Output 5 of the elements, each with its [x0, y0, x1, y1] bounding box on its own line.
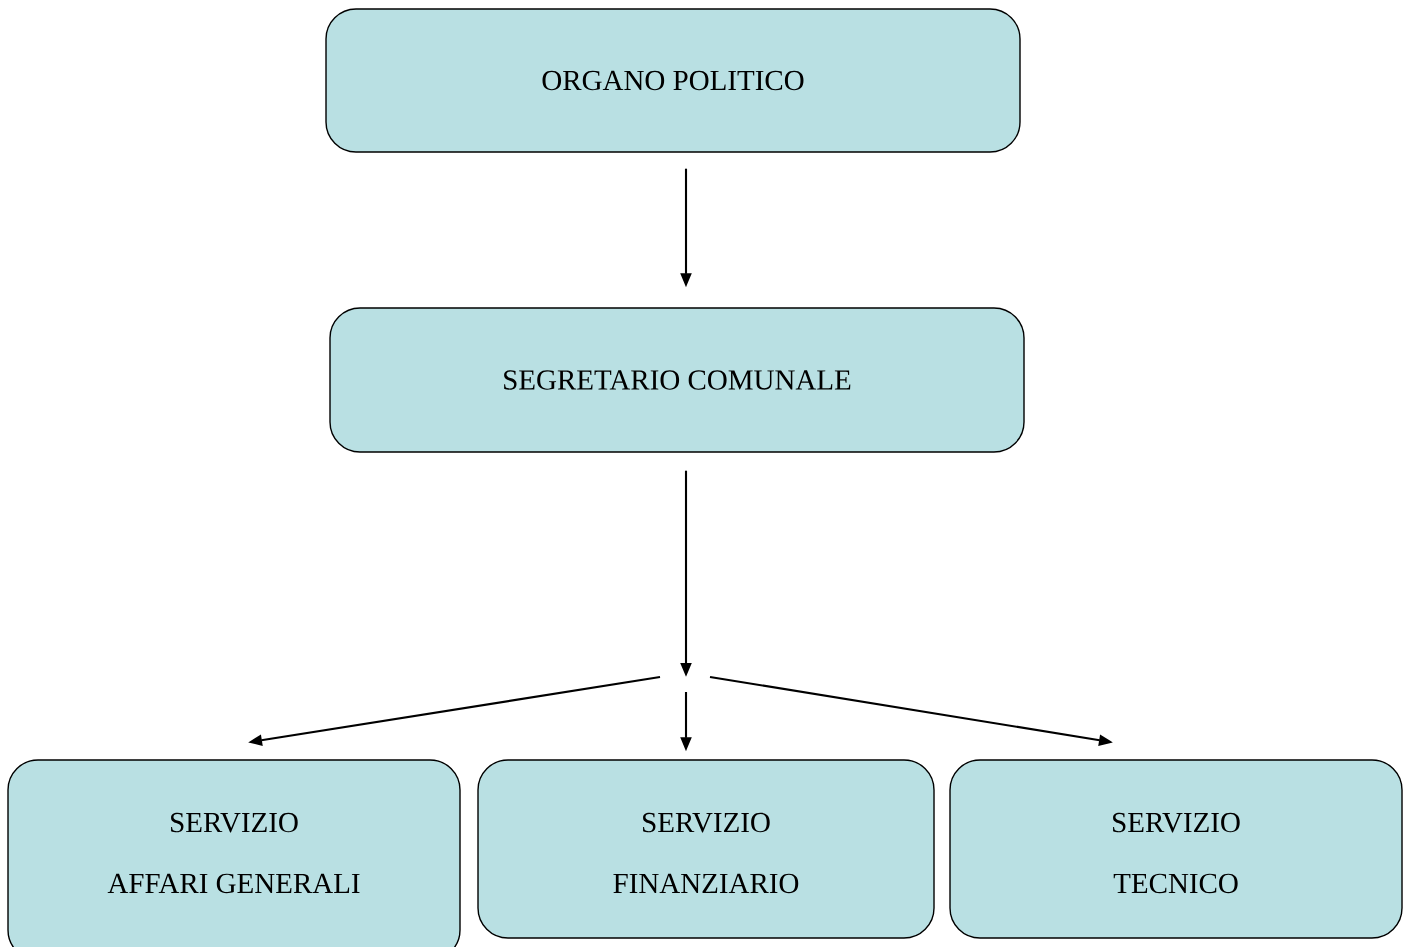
rounded-box: SERVIZIO AFFARI GENERALI [7, 759, 461, 947]
rounded-box: ORGANO POLITICO [325, 8, 1021, 153]
rounded-box: SEGRETARIO COMUNALE [329, 307, 1025, 453]
rounded-box: SERVIZIO FINANZIARIO [477, 759, 935, 939]
rounded-box: SERVIZIO TECNICO [949, 759, 1403, 939]
